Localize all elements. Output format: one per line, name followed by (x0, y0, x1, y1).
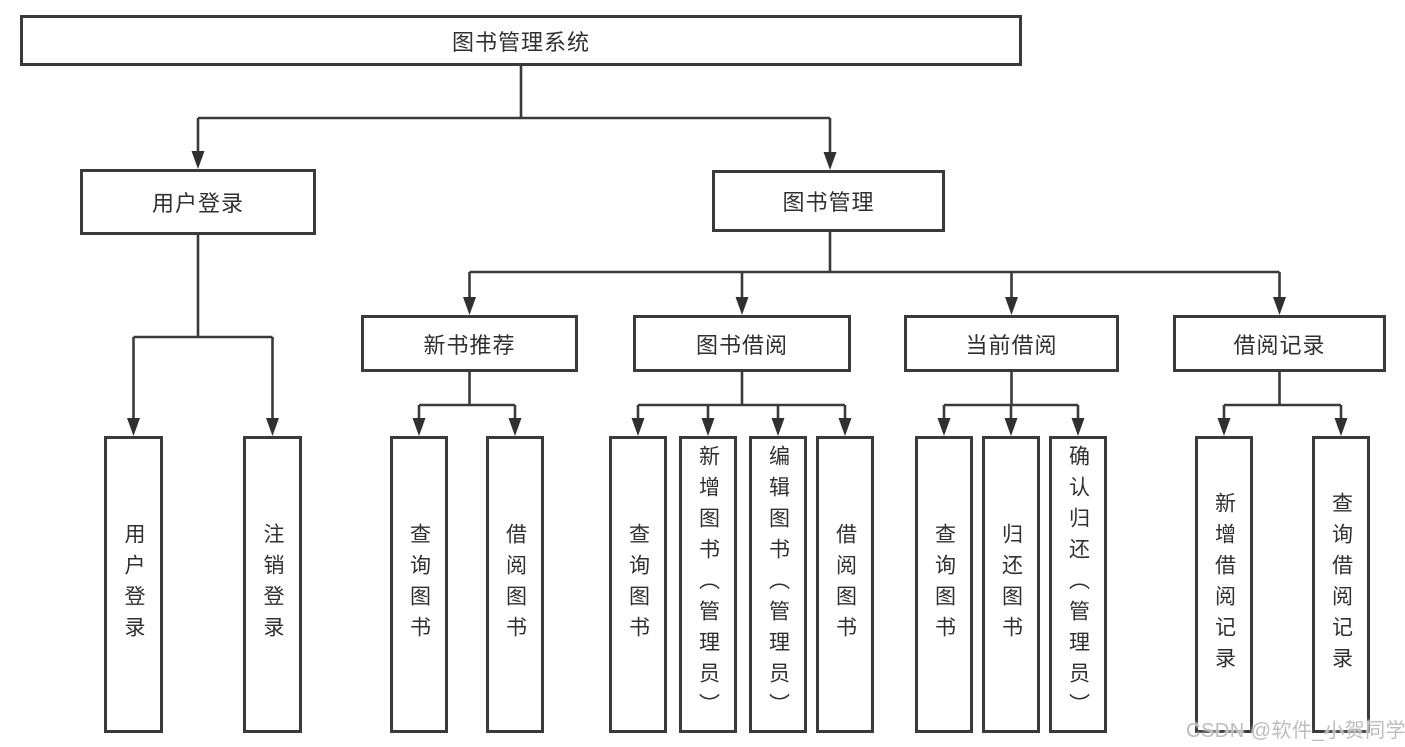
node-borrow-records: 借阅记录 (1173, 315, 1386, 372)
node-book-borrow: 图书借阅 (633, 315, 851, 372)
arrowheads (127, 151, 1348, 436)
node-user-login: 用户登录 (80, 169, 316, 235)
leaf-bb-borrow-books-label: 借阅图书 (833, 522, 857, 647)
node-borrow-records-label: 借阅记录 (1233, 332, 1326, 358)
node-root: 图书管理系统 (20, 15, 1022, 66)
node-current-borrow-label: 当前借阅 (965, 332, 1058, 358)
leaf-nbr-query-books-label: 查询图书 (407, 522, 431, 647)
node-book-borrow-label: 图书借阅 (695, 332, 788, 358)
watermark: CSDN @软件_小贺同学 (1186, 720, 1405, 742)
leaf-br-query-record-label: 查询借阅记录 (1329, 491, 1353, 678)
leaf-bb-add-books-admin: 新增图书（管理员） (679, 436, 737, 733)
leaf-nbr-borrow-books-label: 借阅图书 (503, 522, 527, 647)
leaf-bb-edit-books-admin-label: 编辑图书（管理员） (766, 445, 790, 724)
leaf-nbr-borrow-books: 借阅图书 (486, 436, 544, 733)
leaf-cb-query-books-label: 查询图书 (932, 522, 956, 647)
node-current-borrow: 当前借阅 (904, 315, 1119, 372)
node-new-book-recommend-label: 新书推荐 (423, 332, 516, 358)
leaf-br-add-record: 新增借阅记录 (1195, 436, 1253, 733)
leaf-user-login: 用户登录 (104, 436, 163, 733)
leaf-cb-confirm-return-admin: 确认归还（管理员） (1049, 436, 1107, 733)
leaf-bb-edit-books-admin: 编辑图书（管理员） (749, 436, 807, 733)
node-root-label: 图书管理系统 (451, 29, 590, 55)
leaf-br-query-record: 查询借阅记录 (1312, 436, 1370, 733)
node-new-book-recommend: 新书推荐 (361, 315, 578, 372)
leaf-bb-borrow-books: 借阅图书 (816, 436, 874, 733)
leaf-cb-query-books: 查询图书 (915, 436, 973, 733)
leaf-bb-query-books: 查询图书 (609, 436, 667, 733)
leaf-br-add-record-label: 新增借阅记录 (1212, 491, 1236, 678)
leaf-bb-add-books-admin-label: 新增图书（管理员） (696, 445, 720, 724)
leaf-logout-label: 注销登录 (261, 522, 284, 647)
leaf-cb-confirm-return-admin-label: 确认归还（管理员） (1066, 445, 1090, 724)
leaf-cb-return-books: 归还图书 (982, 436, 1040, 733)
leaf-nbr-query-books: 查询图书 (390, 436, 448, 733)
node-user-login-label: 用户登录 (151, 191, 244, 216)
leaf-cb-return-books-label: 归还图书 (999, 522, 1023, 647)
leaf-logout: 注销登录 (243, 436, 302, 733)
node-book-management-label: 图书管理 (782, 190, 875, 215)
leaf-bb-query-books-label: 查询图书 (626, 522, 650, 647)
node-book-management: 图书管理 (712, 170, 945, 232)
leaf-user-login-label: 用户登录 (122, 522, 145, 647)
